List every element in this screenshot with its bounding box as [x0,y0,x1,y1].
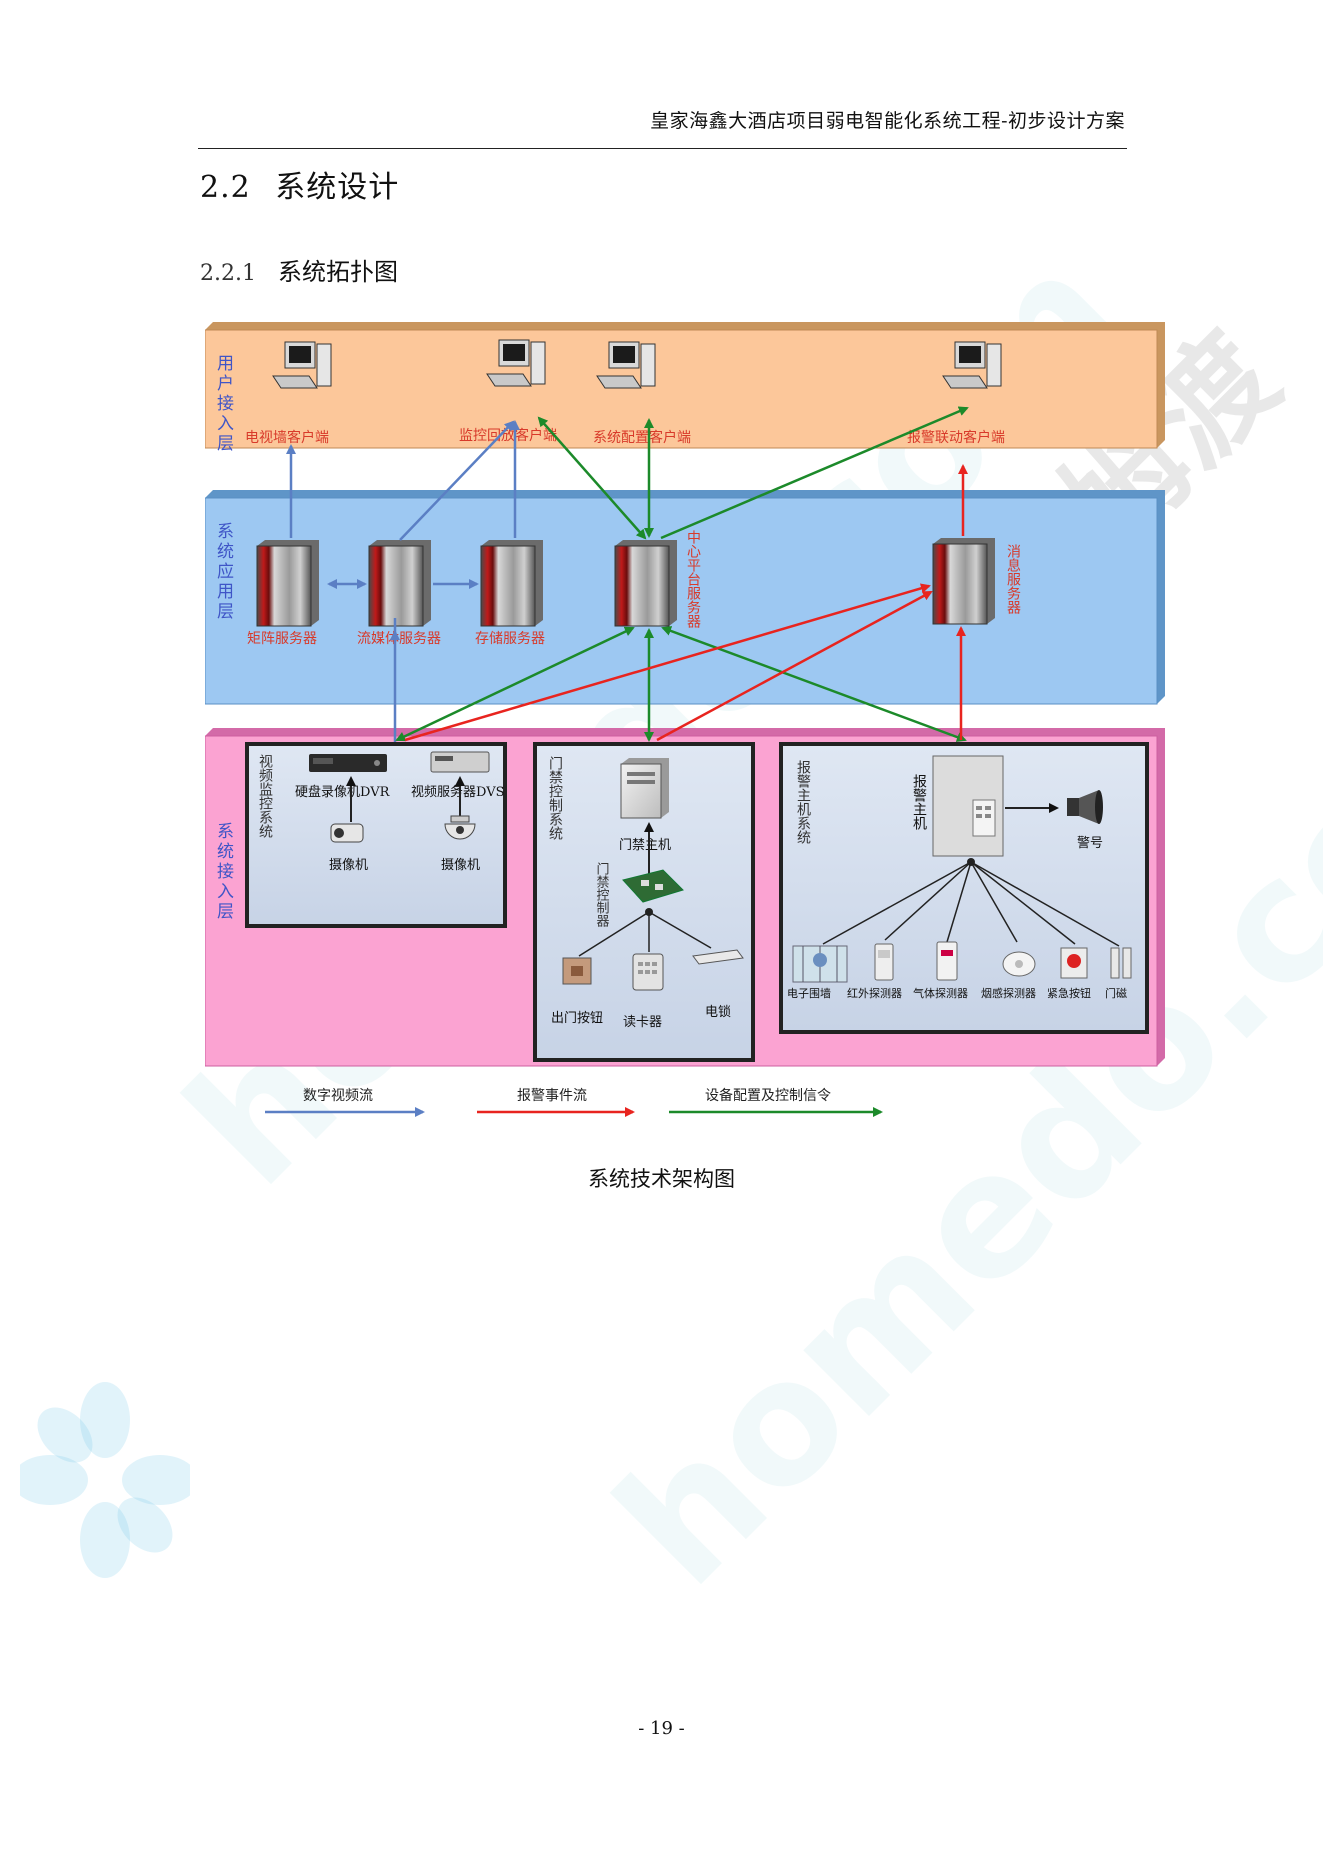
user-layer-label: 用户接入层 [213,354,234,454]
section-title: 系统设计 [275,170,400,205]
camera1-label: 摄像机 [329,858,368,873]
app-layer-label: 系统应用层 [213,522,234,622]
server-center-label: 中心平台服务器 [685,530,701,628]
dvs-label: 视频服务器DVS [411,784,505,800]
computer-icon [942,341,1002,389]
electronic-fence-icon [792,945,848,983]
camera2-label: 摄像机 [441,858,480,873]
client-tv-label: 电视墙客户端 [245,429,329,446]
smoke-detector-icon [1002,951,1036,977]
computer-icon [486,339,546,387]
access-subsystem-title: 门禁控制系统 [547,756,563,841]
video-flow-lines [286,420,520,742]
dvs-device-icon [430,751,490,773]
camera-icon [330,823,364,843]
alarm-host-label: 报警主机 [911,774,927,831]
dvr-label: 硬盘录像机DVR [295,784,391,800]
system-topology-diagram: 用户接入层 系统应用层 系统接入层 电视墙客户端 监控回放客户端 系统配置客户端… [205,322,1165,1117]
infrared-label: 红外探测器 [847,987,902,1000]
access-controller-label: 门禁控制器 [594,862,610,928]
emergency-label: 紧急按钮 [1047,986,1091,1000]
watermark-flower-icon [20,1382,190,1578]
subsection-number: 2.2.1 [200,261,256,286]
siren-label: 警号 [1077,835,1103,851]
alarm-host-icon [932,755,1004,857]
computer-icon [272,341,332,389]
smoke-label: 烟感探测器 [981,986,1036,1000]
server-icon [368,540,431,627]
page-number: - 19 - [638,1718,685,1739]
legend: 数字视频流 报警事件流 设备配置及控制信令 [265,1087,883,1117]
figure-caption: 系统技术架构图 [588,1167,735,1191]
card-reader-label: 读卡器 [623,1015,662,1030]
server-icon [932,538,995,625]
emergency-button-icon [1060,947,1088,979]
subsection-title: 系统拓扑图 [277,258,398,286]
video-subsystem-title: 视频监控系统 [257,754,273,839]
door-contact-icon [1110,947,1132,979]
controller-wires [578,911,712,957]
gas-label: 气体探测器 [913,986,968,1000]
infrared-detector-icon [874,943,894,981]
alarm-subsystem-title: 报警主机系统 [795,760,811,845]
controller-board-icon [622,869,684,903]
section-heading: 2.2 系统设计 [200,162,399,206]
siren-icon [1067,790,1103,824]
legend-alarm-label: 报警事件流 [517,1088,587,1104]
legend-video-label: 数字视频流 [303,1088,373,1104]
client-monitor-label: 监控回放客户端 [459,427,557,444]
access-host-icon [620,758,669,819]
exit-button-label: 出门按钮 [551,1011,603,1026]
header-rule [198,148,1127,149]
server-stream-label: 流媒体服务器 [357,631,441,647]
section-number: 2.2 [200,170,251,205]
client-config-label: 系统配置客户端 [593,429,691,446]
electric-lock-icon [692,949,744,965]
alarm-subsystem-box [779,742,1149,1034]
exit-button-icon [562,957,592,985]
computer-icon [596,341,656,389]
header-title: 皇家海鑫大酒店项目弱电智能化系统工程-初步设计方案 [650,110,1125,132]
server-icon [256,540,319,627]
lock-label: 电锁 [705,1004,731,1020]
control-flow-lines [395,406,969,742]
server-storage-label: 存储服务器 [475,631,545,647]
server-icon [480,540,543,627]
fence-label: 电子围墙 [787,986,831,1000]
client-alarm-label: 报警联动客户端 [907,429,1005,446]
detector-wires [822,861,1120,947]
alarm-flow-lines [404,464,968,742]
user-layer-band [205,322,1165,449]
dvr-device-icon [309,754,387,772]
server-message-label: 消息服务器 [1005,544,1021,614]
dome-camera-icon [444,815,476,840]
access-layer-label: 系统接入层 [213,822,234,922]
server-icon [614,540,677,627]
door-label: 门磁 [1105,986,1127,1000]
card-reader-icon [632,953,664,991]
server-matrix-label: 矩阵服务器 [247,631,317,647]
access-host-label: 门禁主机 [619,838,671,853]
legend-config-label: 设备配置及控制信令 [705,1087,831,1104]
gas-detector-icon [936,941,958,981]
subsection-heading: 2.2.1 系统拓扑图 [200,252,398,287]
